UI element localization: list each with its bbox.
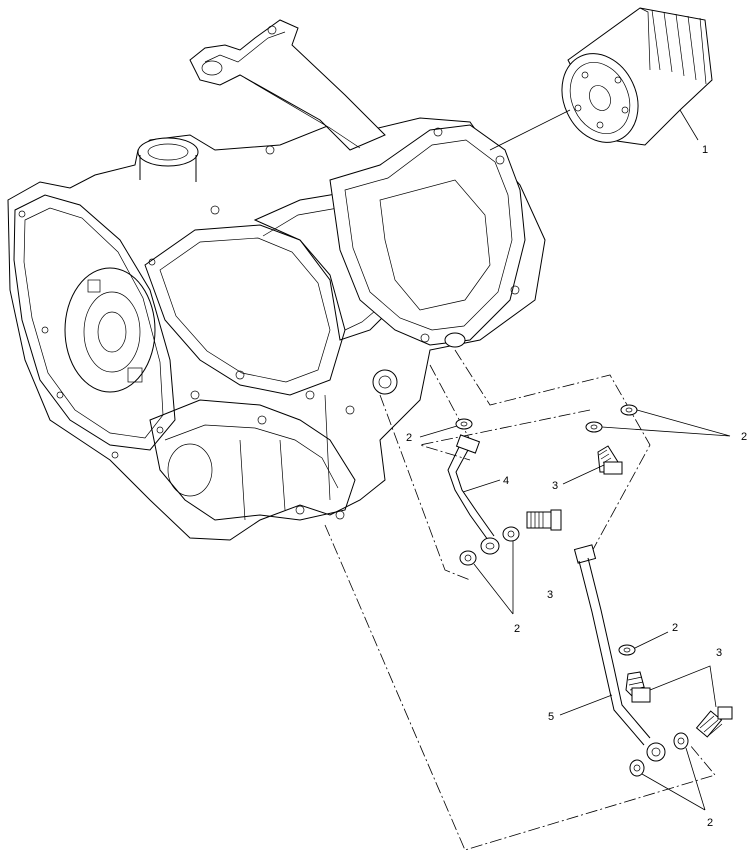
- washer-lower-right-leader: [634, 631, 669, 649]
- washer: [673, 732, 689, 750]
- oil-line-upper-leader: [462, 479, 501, 493]
- washer: [502, 526, 520, 542]
- banjo-bolt: [695, 706, 733, 738]
- washer: [618, 644, 636, 656]
- washer-top-right-leader: [601, 409, 731, 437]
- oil-filter-callout-leader: [679, 109, 699, 141]
- oil-line-upper: [447, 434, 500, 555]
- bolt-middle-leader: [562, 464, 605, 485]
- oil-line-lower: [573, 544, 666, 762]
- callout-washer-top-right: 2: [741, 431, 747, 443]
- oil-line-lower-leader: [559, 694, 613, 716]
- callout-bolt-pipe: 3: [547, 589, 553, 601]
- banjo-bolt: [597, 445, 623, 475]
- washer-bottom-leader: [641, 747, 706, 811]
- engine-crankcase: [7, 19, 546, 541]
- washer: [629, 759, 645, 777]
- callout-bolt-middle: 3: [552, 480, 558, 492]
- callout-washer-top-left: 2: [406, 432, 412, 444]
- washer: [585, 421, 603, 433]
- callout-oil-line-upper: 4: [503, 475, 509, 487]
- banjo-bolt: [625, 671, 651, 703]
- bolt-lower-leader: [649, 665, 717, 708]
- oil-filter: [561, 7, 713, 146]
- callout-bolt-lower: 3: [716, 647, 722, 659]
- washer-pair-middle-leader: [473, 541, 514, 615]
- callout-washer-pair-middle: 2: [514, 623, 520, 635]
- washer: [459, 550, 477, 566]
- banjo-bolt: [526, 509, 562, 531]
- callout-oil-filter: 1: [702, 144, 708, 156]
- callout-oil-line-lower: 5: [548, 711, 554, 723]
- oil-filter-leader: [489, 109, 571, 151]
- assembly-lines: [324, 349, 716, 851]
- washer: [620, 404, 638, 416]
- callout-washer-lower-right: 2: [672, 622, 678, 634]
- washer: [455, 418, 473, 430]
- washer-top-left-leader: [419, 425, 458, 438]
- callout-washer-bottom: 2: [707, 817, 713, 829]
